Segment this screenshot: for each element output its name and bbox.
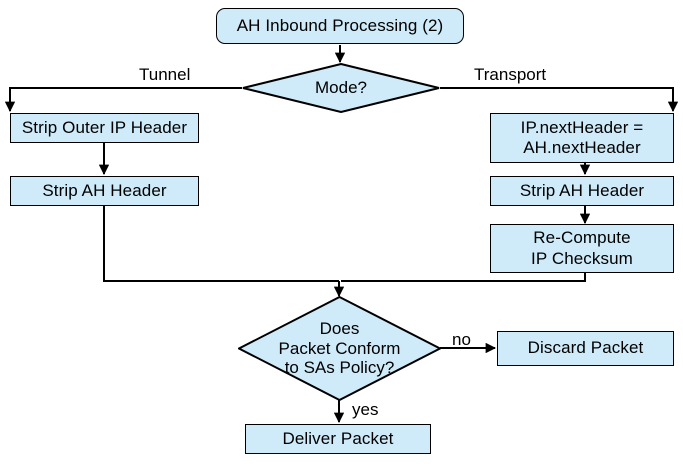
node-deliver-packet[interactable]: Deliver Packet — [245, 424, 431, 454]
edge-label-no: no — [452, 330, 471, 349]
node-ip-nextheader-assignment[interactable]: IP.nextHeader = AH.nextHeader — [490, 113, 674, 163]
node-discard-packet[interactable]: Discard Packet — [497, 331, 674, 366]
diamond-shape-sa-policy — [238, 296, 441, 401]
node-sa-policy-decision[interactable]: Does Packet Conform to SAs Policy? — [238, 296, 441, 401]
node-strip-ah-header-transport[interactable]: Strip AH Header — [490, 176, 674, 206]
edge-label-yes: yes — [352, 400, 379, 419]
node-recompute-ip-checksum[interactable]: Re-Compute IP Checksum — [490, 224, 674, 273]
node-strip-outer-ip-header[interactable]: Strip Outer IP Header — [10, 113, 199, 143]
edge-label-tunnel: Tunnel — [139, 65, 191, 84]
node-mode-decision[interactable]: Mode? — [242, 63, 440, 113]
node-sa-policy-decision-label: Does Packet Conform to SAs Policy? — [278, 318, 401, 378]
node-mode-decision-label: Mode? — [315, 78, 367, 98]
diamond-shape-mode — [242, 63, 440, 113]
edge-label-transport: Transport — [474, 65, 547, 84]
node-strip-ah-header-tunnel[interactable]: Strip AH Header — [10, 176, 199, 206]
node-start-ah-inbound-processing[interactable]: AH Inbound Processing (2) — [216, 8, 464, 44]
